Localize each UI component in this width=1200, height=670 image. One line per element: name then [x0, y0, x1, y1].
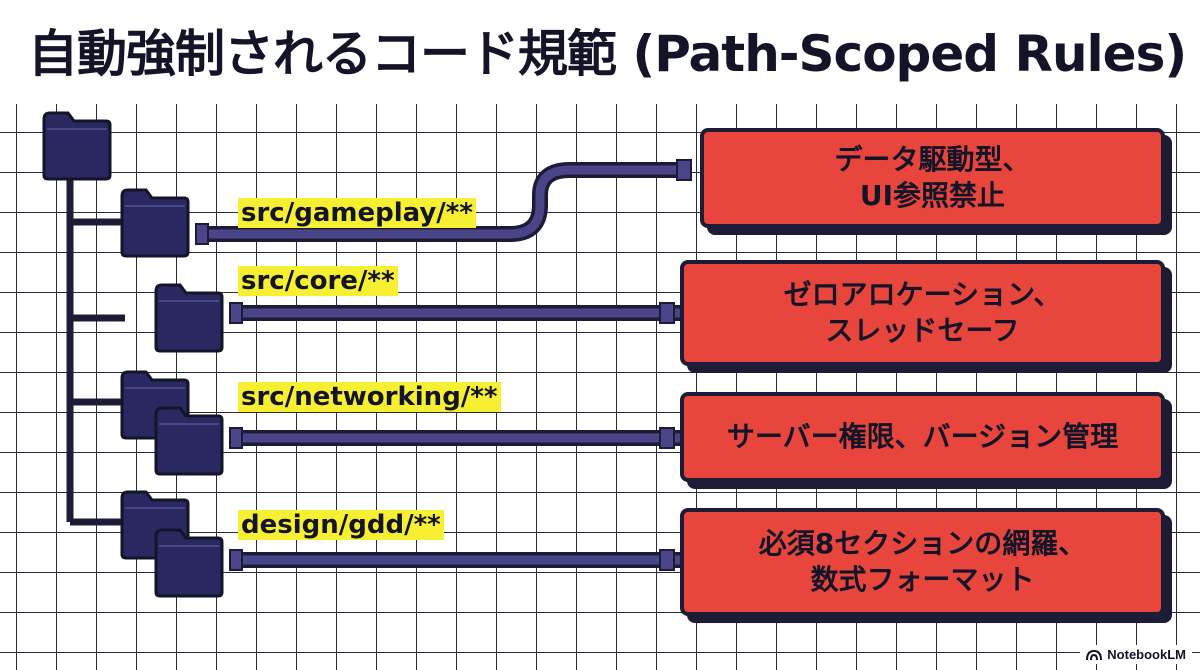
root-folder-icon: [42, 111, 112, 181]
rule-text-core: ゼロアロケーション、 スレッドセーフ: [783, 278, 1062, 347]
path-label-networking: src/networking/**: [238, 382, 501, 412]
gameplay-folder-icon: [120, 188, 190, 258]
rule-card-core: ゼロアロケーション、 スレッドセーフ: [680, 260, 1165, 366]
rule-text-networking: サーバー権限、バージョン管理: [726, 420, 1119, 453]
core-folder-icon: [154, 283, 224, 353]
title-band: [0, 0, 1200, 104]
rule-text-design: 必須8セクションの網羅、 数式フォーマット: [758, 527, 1087, 596]
rule-text-gameplay: データ駆動型、 UI参照禁止: [834, 143, 1031, 212]
rule-card-gameplay: データ駆動型、 UI参照禁止: [700, 128, 1165, 228]
brand-watermark: NotebookLM: [1080, 645, 1192, 664]
tree-trunk: [66, 150, 125, 526]
rule-card-networking: サーバー権限、バージョン管理: [680, 392, 1165, 482]
path-label-core: src/core/**: [238, 266, 398, 296]
pipe-core: [229, 302, 690, 324]
brand-label: NotebookLM: [1107, 647, 1186, 662]
path-label-gameplay: src/gameplay/**: [238, 198, 476, 228]
pipe-gameplay: [195, 159, 692, 245]
page-title: 自動強制されるコード規範 (Path-Scoped Rules): [28, 25, 1187, 83]
pipe-networking: [229, 427, 690, 449]
networking-folder-icon: [154, 406, 224, 476]
gdd-folder-icon: [154, 528, 224, 598]
rule-card-design: 必須8セクションの網羅、 数式フォーマット: [680, 508, 1165, 616]
pipe-design: [229, 549, 690, 571]
path-label-design: design/gdd/**: [238, 510, 444, 540]
notebooklm-icon: [1086, 649, 1103, 660]
